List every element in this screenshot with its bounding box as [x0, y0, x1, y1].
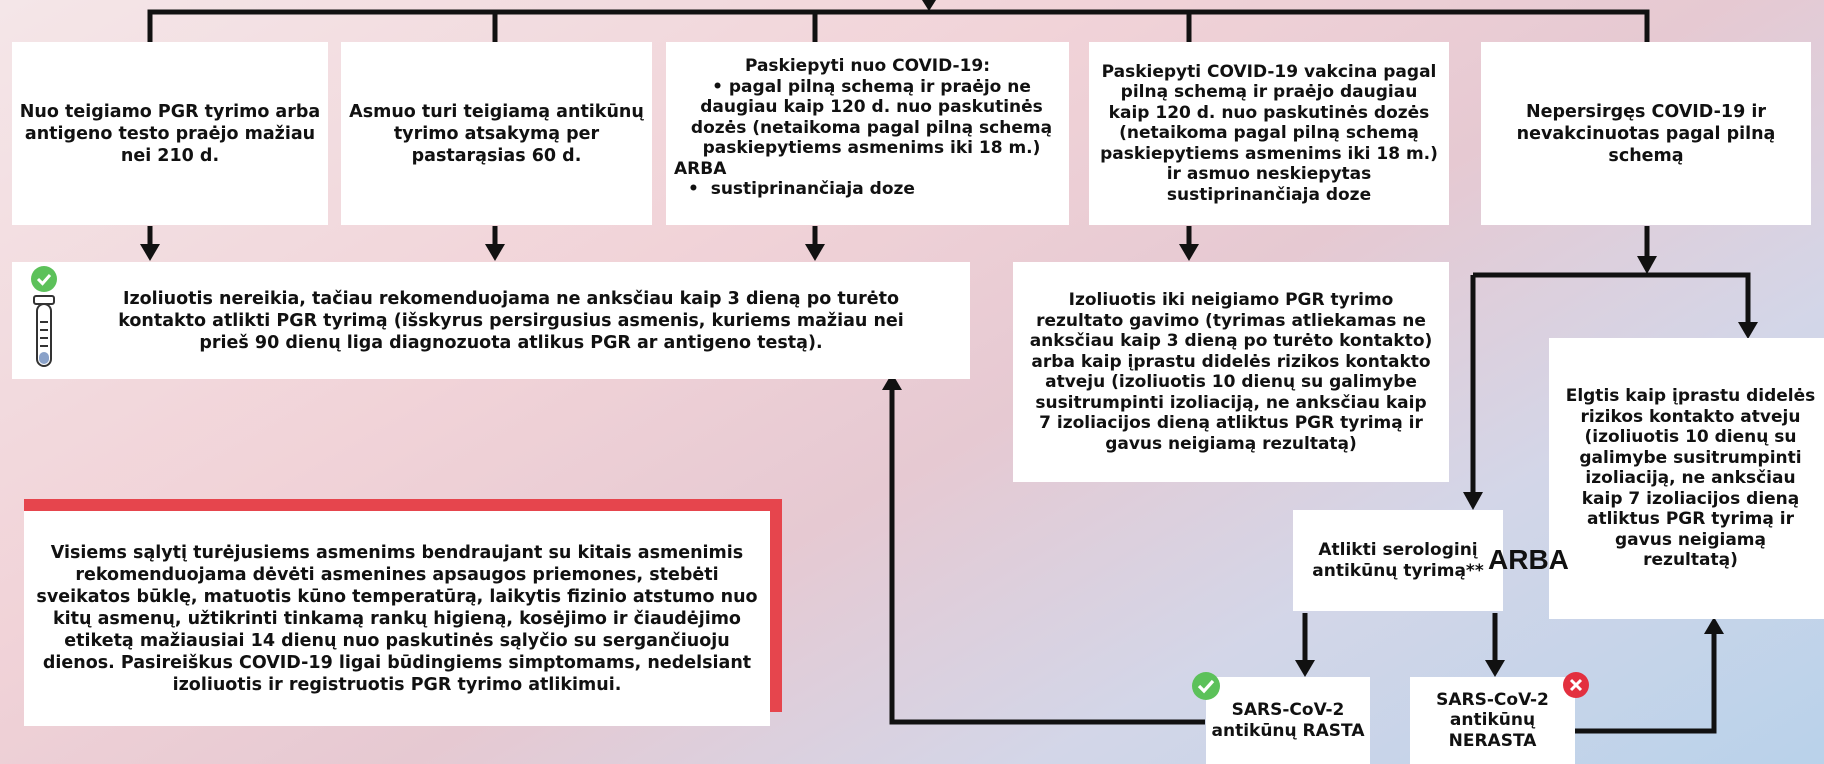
box-vaccinated-no-booster: Paskiepyti COVID-19 vakcina pagal pilną …: [1089, 42, 1449, 225]
box-vaccinated-no-booster-text: Paskiepyti COVID-19 vakcina pagal pilną …: [1100, 61, 1438, 205]
box-serologic-test-text: Atlikti serologinį antikūnų tyrimą**: [1312, 540, 1484, 581]
box-antibodies-found: SARS-CoV-2 antikūnų RASTA: [1206, 677, 1370, 764]
bullet-dot-icon: •: [688, 179, 711, 199]
check-icon: [1192, 672, 1220, 700]
vaccinated-bullet-2-text: sustiprinančiaja doze: [710, 179, 915, 199]
box-general-precautions: Visiems sąlytį turėjusiems asmenims bend…: [24, 511, 770, 726]
box-high-risk-contact: Elgtis kaip įprastu didelės rizikos kont…: [1549, 338, 1824, 619]
cross-icon: [1563, 672, 1589, 698]
box-recovered-pcr: Nuo teigiamo PGR tyrimo arba antigeno te…: [12, 42, 328, 225]
box-antibody-positive-text: Asmuo turi teigiamą antikūnų tyrimo atsa…: [349, 101, 644, 166]
box-vaccinated-recent: Paskiepyti nuo COVID-19: • pagal pilną s…: [666, 42, 1069, 225]
box-isolation-until-negative: Izoliuotis iki neigiamo PGR tyrimo rezul…: [1013, 262, 1449, 482]
test-tube-icon: [33, 295, 55, 367]
box-general-precautions-text: Visiems sąlytį turėjusiems asmenims bend…: [36, 542, 758, 695]
box-high-risk-contact-text: Elgtis kaip įprastu didelės rizikos kont…: [1565, 386, 1816, 571]
box-isolation-not-required: Izoliuotis nereikia, tačiau rekomenduoja…: [12, 262, 970, 379]
box-unvaccinated-text: Nepersirgęs COVID-19 ir nevakcinuotas pa…: [1516, 101, 1776, 166]
vaccinated-or: ARBA: [674, 158, 727, 179]
box-isolation-not-required-text: Izoliuotis nereikia, tačiau rekomenduoja…: [118, 288, 904, 353]
vaccinated-title: Paskiepyti nuo COVID-19:: [744, 56, 991, 76]
box-antibody-positive: Asmuo turi teigiamą antikūnų tyrimo atsa…: [341, 42, 652, 225]
box-antibodies-not-found: SARS-CoV-2 antikūnų NERASTA: [1410, 677, 1575, 764]
box-serologic-test: Atlikti serologinį antikūnų tyrimą**: [1293, 510, 1503, 611]
box-antibodies-found-text: SARS-CoV-2 antikūnų RASTA: [1211, 700, 1365, 741]
check-icon: [31, 266, 57, 292]
or-label: ARBA: [1488, 544, 1569, 575]
bullet-dot-icon: •: [712, 76, 729, 97]
box-antibodies-not-found-text: SARS-CoV-2 antikūnų NERASTA: [1436, 689, 1549, 751]
box-unvaccinated: Nepersirgęs COVID-19 ir nevakcinuotas pa…: [1481, 42, 1811, 225]
box-isolation-until-negative-text: Izoliuotis iki neigiamo PGR tyrimo rezul…: [1029, 290, 1433, 454]
vaccinated-bullet-1-text: pagal pilną schemą ir praėjo ne daugiau …: [690, 76, 1053, 159]
box-recovered-pcr-text: Nuo teigiamo PGR tyrimo arba antigeno te…: [19, 101, 321, 166]
vaccinated-bullet-2: • sustiprinančiaja doze: [674, 179, 1061, 200]
vaccinated-bullet-1: • pagal pilną schemą ir praėjo ne daugia…: [682, 77, 1061, 159]
